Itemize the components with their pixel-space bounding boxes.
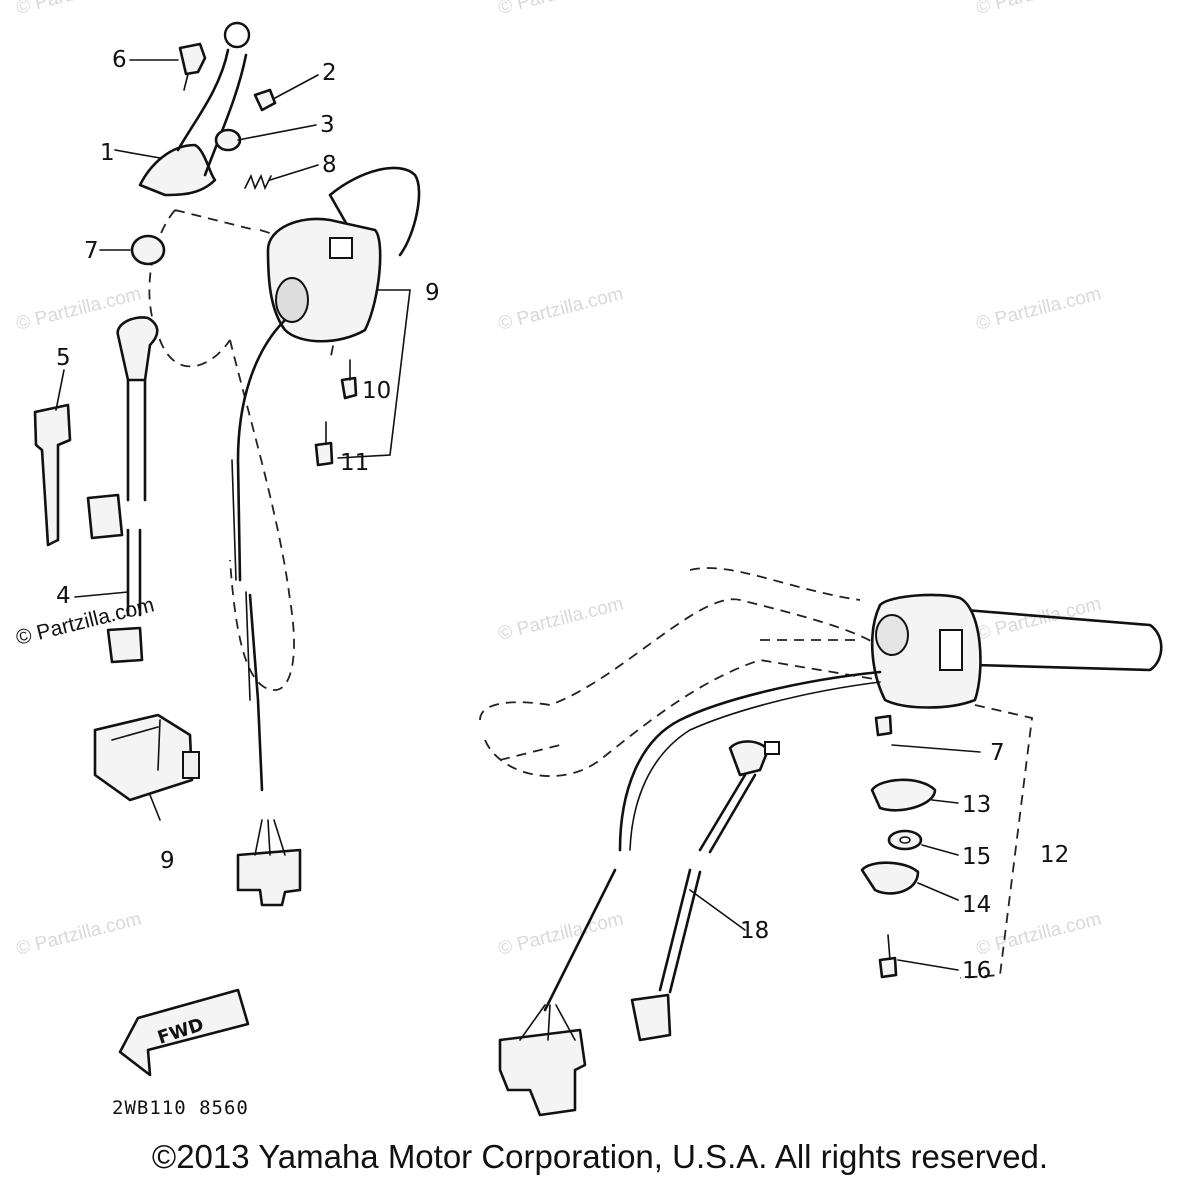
bolt-2 bbox=[253, 88, 277, 112]
watermark: © Partzilla.com bbox=[496, 0, 625, 19]
right-switch-connector bbox=[498, 1028, 587, 1117]
callout-5: 5 bbox=[56, 345, 71, 371]
right-handlebar-outline bbox=[479, 567, 886, 777]
watermark: © Partzilla.com bbox=[974, 909, 1103, 960]
callout-16: 16 bbox=[962, 958, 991, 984]
dust-cover-7 bbox=[130, 234, 166, 266]
leader-lines bbox=[55, 59, 981, 971]
clutch-lever bbox=[138, 143, 217, 197]
callout-bracket-12 bbox=[959, 704, 1033, 979]
left-assembly: FWD 2WB110 8560 bbox=[33, 21, 421, 1119]
screw-16-shank bbox=[887, 934, 891, 961]
washer-15-hole bbox=[899, 836, 911, 844]
diagram-code: 2WB110 8560 bbox=[112, 1097, 249, 1119]
callout-7-right: 7 bbox=[990, 740, 1005, 766]
relay-9 bbox=[93, 713, 194, 802]
nut-3 bbox=[214, 128, 242, 152]
right-switch-cable bbox=[543, 670, 882, 1012]
left-handlebar-outline bbox=[148, 209, 337, 691]
key-5 bbox=[33, 403, 72, 547]
callout-8: 8 bbox=[322, 152, 337, 178]
callout-7-left: 7 bbox=[84, 238, 99, 264]
watermark: © Partzilla.com bbox=[496, 284, 625, 335]
callout-6: 6 bbox=[112, 47, 127, 73]
forward-arrow: FWD bbox=[118, 988, 250, 1077]
callout-14: 14 bbox=[962, 892, 991, 918]
watermark: © Partzilla.com bbox=[14, 909, 143, 960]
left-switch-cable bbox=[236, 318, 287, 792]
right-grip bbox=[963, 608, 1163, 672]
brake-switch-connector bbox=[630, 993, 672, 1042]
relay-9-terminal bbox=[182, 751, 200, 779]
callouts: 1 2 3 4 5 6 7 8 9 9 10 11 7 12 13 14 15 … bbox=[56, 47, 1069, 984]
clutch-switch-body bbox=[86, 493, 124, 540]
connector-wires bbox=[254, 819, 286, 856]
callout-9-relay: 9 bbox=[160, 848, 175, 874]
callout-18: 18 bbox=[740, 918, 769, 944]
clutch-switch-connector bbox=[106, 626, 144, 664]
left-switch-connector bbox=[236, 848, 302, 907]
bolt-6-shank bbox=[183, 73, 189, 91]
screw-10 bbox=[340, 376, 358, 400]
clutch-lever-blade bbox=[176, 48, 248, 177]
callout-bracket-9 bbox=[337, 289, 411, 459]
right-switch-cable-inner bbox=[629, 681, 881, 851]
callout-10: 10 bbox=[362, 378, 391, 404]
clutch-switch-wire bbox=[126, 378, 147, 617]
callout-15: 15 bbox=[962, 844, 991, 870]
callout-12: 12 bbox=[1040, 842, 1069, 868]
horn-cover-13 bbox=[870, 778, 937, 812]
lever-ball-end bbox=[223, 21, 251, 49]
bolt-6 bbox=[178, 42, 207, 76]
watermark: © Partzilla.com bbox=[496, 909, 625, 960]
callout-2: 2 bbox=[322, 60, 337, 86]
watermarks: © Partzilla.com © Partzilla.com © Partzi… bbox=[14, 0, 1104, 960]
watermark: © Partzilla.com bbox=[974, 284, 1103, 335]
relay-9-edges bbox=[111, 719, 161, 771]
screw-11 bbox=[314, 441, 334, 467]
watermark: © Partzilla.com bbox=[496, 594, 625, 645]
brake-switch-boot bbox=[728, 740, 770, 777]
callout-13: 13 bbox=[962, 792, 991, 818]
screw-7-right bbox=[874, 714, 893, 737]
brake-switch-wire bbox=[658, 773, 757, 994]
right-switch-cable-entry bbox=[875, 614, 909, 656]
copyright-notice: ©2013 Yamaha Motor Corporation, U.S.A. A… bbox=[151, 1138, 1049, 1175]
callout-1: 1 bbox=[100, 140, 115, 166]
right-connector-wires bbox=[519, 1004, 576, 1041]
callout-9-switch: 9 bbox=[425, 280, 440, 306]
brake-switch-tip bbox=[764, 741, 780, 755]
left-switch-cable-entry bbox=[275, 277, 309, 323]
left-switch-button bbox=[329, 237, 353, 259]
callout-11: 11 bbox=[340, 450, 369, 476]
screw-16 bbox=[878, 956, 898, 979]
right-assembly bbox=[479, 567, 1163, 1117]
callout-4: 4 bbox=[56, 583, 71, 609]
watermark: © Partzilla.com bbox=[974, 0, 1103, 19]
clutch-switch-boot bbox=[116, 316, 159, 382]
left-switch-cable-inner bbox=[231, 459, 251, 701]
spring-8 bbox=[244, 173, 272, 191]
watermark: © Partzilla.com bbox=[14, 0, 143, 19]
callout-3: 3 bbox=[320, 112, 335, 138]
contact-plate-14 bbox=[860, 861, 920, 895]
right-switch-button bbox=[939, 629, 963, 671]
